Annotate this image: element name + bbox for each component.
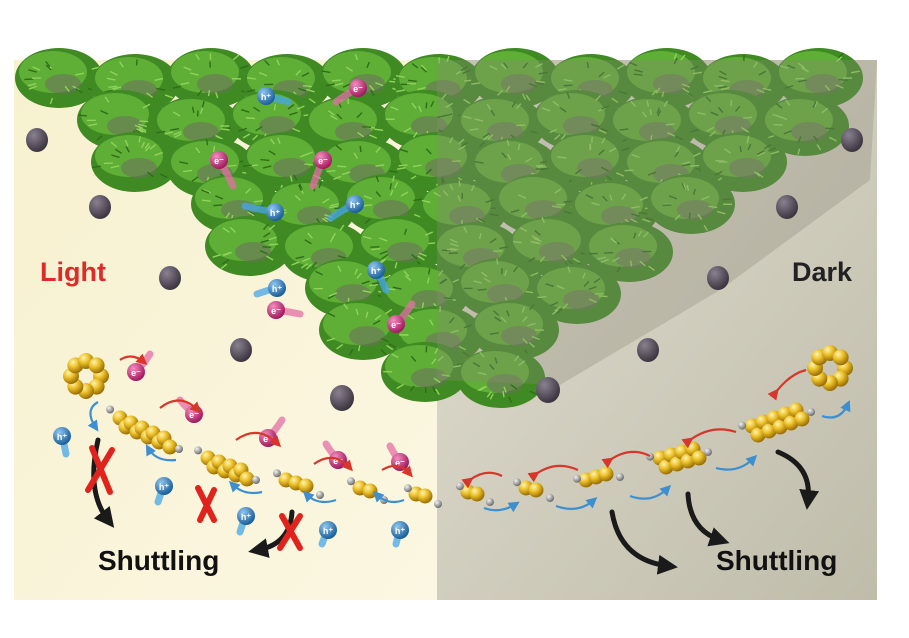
svg-text:h⁺: h⁺ <box>270 208 280 218</box>
carbon-node-icon <box>776 195 798 219</box>
shuttling-arrows <box>91 437 820 575</box>
svg-text:e⁻: e⁻ <box>214 156 224 166</box>
cross-icon <box>277 513 303 551</box>
carbon-node-icon <box>536 377 560 403</box>
carbon-fiber-mesh <box>15 48 863 408</box>
electron-icon: e⁻ <box>387 300 416 333</box>
fiber-ball <box>533 264 621 324</box>
fiber-ball <box>319 48 407 108</box>
sulfur-ring-icon <box>807 345 853 391</box>
carbon-node-icon <box>330 385 354 411</box>
fiber-ball <box>471 138 559 198</box>
fiber-ball <box>357 216 445 276</box>
fiber-ball <box>167 48 255 108</box>
svg-text:h⁺: h⁺ <box>371 266 381 276</box>
hole-icon: h⁺ <box>236 507 255 536</box>
hole-icon: h⁺ <box>253 279 286 298</box>
electron-icon: e⁻ <box>309 151 332 190</box>
hole-icon: h⁺ <box>367 261 390 294</box>
curved-arrow-icon <box>609 509 678 575</box>
fiber-ball <box>533 90 621 150</box>
shuttling-label-dark: Shuttling <box>716 545 837 576</box>
hole-icon: h⁺ <box>241 202 284 221</box>
hole-icon: h⁺ <box>53 427 71 458</box>
carbon-node-icon <box>841 128 863 152</box>
hole-icon: h⁺ <box>391 521 409 548</box>
svg-text:h⁺: h⁺ <box>159 482 169 492</box>
hole-icon: h⁺ <box>327 195 364 222</box>
svg-text:h⁺: h⁺ <box>241 512 251 522</box>
svg-text:h⁺: h⁺ <box>323 526 333 536</box>
fiber-ball <box>381 342 469 402</box>
fiber-ball <box>699 132 787 192</box>
polysulfide-chains <box>63 345 853 508</box>
fiber-ball <box>319 138 407 198</box>
carbon-node-icon <box>26 128 48 152</box>
svg-text:e⁻: e⁻ <box>353 84 363 94</box>
mesh-nodes <box>26 128 863 411</box>
fiber-ball <box>242 132 331 192</box>
fiber-ball <box>395 132 483 192</box>
svg-text:e⁻: e⁻ <box>263 434 273 444</box>
hole-icon: h⁺ <box>318 521 337 548</box>
polysulfide-chain <box>403 484 442 508</box>
hole-icon: h⁺ <box>154 477 173 506</box>
svg-text:e⁻: e⁻ <box>318 156 328 166</box>
fiber-ball <box>205 216 293 276</box>
carbon-node-icon <box>707 266 729 290</box>
electron-icon: e⁻ <box>332 79 367 106</box>
electron-icon: e⁻ <box>267 301 304 319</box>
cross-icon <box>195 485 217 523</box>
polysulfide-chain <box>194 446 260 487</box>
fiber-ball <box>471 300 559 360</box>
svg-text:e⁻: e⁻ <box>395 458 405 468</box>
svg-text:e⁻: e⁻ <box>333 456 343 466</box>
fiber-ball <box>91 132 179 192</box>
svg-text:h⁺: h⁺ <box>57 432 67 442</box>
cross-icon <box>85 445 115 495</box>
fiber-ball <box>471 48 559 108</box>
hole-icon: h⁺ <box>257 87 292 106</box>
fiber-ball <box>419 180 507 240</box>
fiber-ball <box>457 348 545 408</box>
shuttling-label-light: Shuttling <box>98 545 219 576</box>
fiber-ball <box>585 222 673 282</box>
blocking-crosses <box>85 445 303 551</box>
polysulfide-chain <box>106 405 183 455</box>
svg-text:e⁻: e⁻ <box>391 320 401 330</box>
curved-arrow-icon <box>685 491 730 547</box>
svg-text:h⁺: h⁺ <box>261 92 271 102</box>
fiber-ball <box>509 216 597 276</box>
svg-text:e⁻: e⁻ <box>189 410 199 420</box>
svg-text:e⁻: e⁻ <box>131 368 141 378</box>
fiber-ball <box>547 132 635 192</box>
carbon-node-icon <box>230 338 252 362</box>
carbon-node-icon <box>637 338 659 362</box>
electron-icon: e⁻ <box>210 151 237 190</box>
polysulfide-chain <box>513 478 554 502</box>
fiber-ball <box>761 96 849 156</box>
svg-text:h⁺: h⁺ <box>350 200 360 210</box>
dark-shade <box>437 60 877 385</box>
svg-text:h⁺: h⁺ <box>395 526 405 536</box>
charge-carriers: e⁻ h⁺ e⁻ e⁻ h⁺ h⁺ h⁺ h⁺ e⁻ e⁻ e⁻ e⁻ e⁻ e⁻ e⁻ h⁺ h⁺ h⁺ h⁺ h⁺ <box>53 79 416 548</box>
svg-text:e⁻: e⁻ <box>271 306 281 316</box>
dark-label: Dark <box>792 257 853 287</box>
polysulfide-chain <box>738 402 815 443</box>
carbon-node-icon <box>89 195 111 219</box>
fiber-ball <box>647 174 735 234</box>
polysulfide-chain <box>273 469 324 499</box>
curved-arrow-icon <box>775 449 820 510</box>
sulfur-ring-icon <box>63 353 109 399</box>
light-label: Light <box>40 257 106 287</box>
curved-arrow-icon <box>248 509 295 558</box>
redox-arrows <box>87 353 851 513</box>
svg-text:h⁺: h⁺ <box>272 284 282 294</box>
fiber-ball <box>319 300 407 360</box>
fiber-ball <box>623 48 711 108</box>
carbon-node-icon <box>159 266 181 290</box>
polysulfide-chain <box>573 466 624 488</box>
fiber-ball <box>775 48 863 108</box>
